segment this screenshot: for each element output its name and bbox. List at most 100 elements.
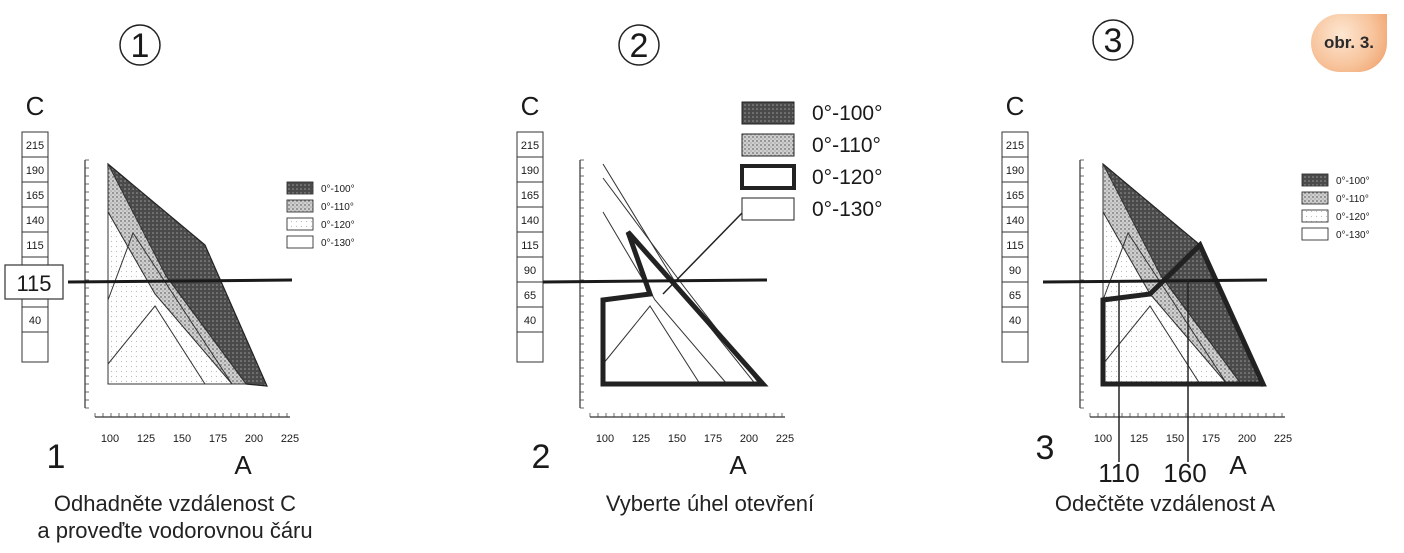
c-tick-label: 190 bbox=[26, 165, 44, 177]
c-tick-label: 65 bbox=[1009, 290, 1021, 302]
c-scale-cell bbox=[1001, 206, 1029, 233]
c-tick-label: 40 bbox=[29, 315, 41, 327]
a-axis-label: A bbox=[1229, 450, 1247, 480]
a-tick-label: 175 bbox=[704, 433, 722, 445]
caption-panel-1: Odhadněte vzdálenost C a proveďte vodoro… bbox=[25, 490, 325, 544]
legend-label: 0°-100° bbox=[321, 184, 355, 195]
step-number: 2 bbox=[532, 438, 551, 476]
c-tick-label: 90 bbox=[524, 265, 536, 277]
a-tick-label: 100 bbox=[596, 433, 614, 445]
c-axis-label: C bbox=[1006, 91, 1025, 121]
c-scale-cell bbox=[1001, 231, 1029, 258]
legend-swatch bbox=[741, 197, 795, 221]
c-axis-label: C bbox=[521, 91, 540, 121]
c-tick-label: 190 bbox=[521, 165, 539, 177]
a-tick-label: 125 bbox=[1130, 433, 1148, 445]
a-tick-label: 225 bbox=[776, 433, 794, 445]
c-tick-label: 215 bbox=[521, 140, 539, 152]
a-axis-label: A bbox=[729, 450, 747, 480]
legend-swatch bbox=[1301, 209, 1329, 223]
caption-panel-3: Odečtěte vzdálenost A bbox=[1015, 490, 1315, 517]
c-scale-cell bbox=[21, 331, 49, 363]
caption-line: Vyberte úhel otevření bbox=[605, 491, 815, 516]
caption-line: Odečtěte vzdálenost A bbox=[1054, 491, 1276, 516]
legend-label: 0°-110° bbox=[1336, 194, 1369, 205]
step-circle-number: 2 bbox=[630, 27, 649, 65]
legend-swatch bbox=[740, 164, 796, 190]
c-scale-cell bbox=[21, 181, 49, 208]
c-tick-label: 140 bbox=[1006, 215, 1024, 227]
a-tick-label: 125 bbox=[632, 433, 650, 445]
legend-label: 0°-130° bbox=[812, 198, 883, 221]
legend-label: 0°-120° bbox=[321, 220, 355, 231]
legend-swatch bbox=[286, 235, 314, 249]
c-tick-label: 115 bbox=[521, 240, 539, 252]
a-tick-label: 225 bbox=[281, 433, 299, 445]
c-tick-label: 115 bbox=[1006, 240, 1024, 252]
legend-label: 0°-120° bbox=[1336, 212, 1370, 223]
legend-swatch bbox=[1301, 191, 1329, 205]
step-circle-number: 1 bbox=[131, 27, 150, 65]
step-circle bbox=[119, 24, 161, 66]
caption-panel-2: Vyberte úhel otevření bbox=[560, 490, 860, 517]
curve-inner bbox=[602, 305, 701, 385]
legend-swatch bbox=[741, 133, 795, 157]
readout-value: 110 bbox=[1098, 458, 1139, 488]
c-tick-label: 165 bbox=[521, 190, 539, 202]
c-scale-cell bbox=[21, 306, 49, 333]
c-highlight-box bbox=[4, 264, 64, 300]
legend-swatch bbox=[1301, 173, 1329, 187]
step-circle-number: 3 bbox=[1104, 22, 1123, 60]
a-tick-label: 100 bbox=[1094, 433, 1112, 445]
c-scale-cell bbox=[1001, 306, 1029, 333]
c-tick-label: 115 bbox=[26, 240, 44, 252]
a-tick-label: 150 bbox=[668, 433, 686, 445]
c-scale-cell bbox=[516, 156, 544, 183]
legend-label: 0°-120° bbox=[812, 166, 883, 189]
c-tick-label: 215 bbox=[1006, 140, 1024, 152]
c-axis-label: C bbox=[26, 91, 45, 121]
c-scale-cell bbox=[516, 206, 544, 233]
figure-badge: obr. 3. bbox=[1311, 14, 1387, 72]
legend-swatch bbox=[286, 217, 314, 231]
c-scale-cell bbox=[516, 256, 544, 283]
c-tick-label: 140 bbox=[26, 215, 44, 227]
a-tick-label: 200 bbox=[245, 433, 263, 445]
a-tick-label: 200 bbox=[1238, 433, 1256, 445]
a-tick-label: 200 bbox=[740, 433, 758, 445]
step-circle bbox=[618, 24, 660, 66]
region-edge bbox=[107, 231, 233, 385]
c-tick-label: 190 bbox=[1006, 165, 1024, 177]
c-scale-cell bbox=[1001, 181, 1029, 208]
curve-0-110 bbox=[602, 211, 728, 385]
a-tick-label: 150 bbox=[1166, 433, 1184, 445]
a-axis-label: A bbox=[234, 450, 252, 480]
a-tick-label: 100 bbox=[101, 433, 119, 445]
step-number: 3 bbox=[1036, 429, 1055, 467]
readout-value: 160 bbox=[1163, 458, 1206, 488]
c-tick-label: 140 bbox=[521, 215, 539, 227]
selected-region-outline bbox=[1100, 240, 1267, 387]
a-tick-label: 175 bbox=[209, 433, 227, 445]
a-tick-label: 125 bbox=[137, 433, 155, 445]
c-scale-cell bbox=[1001, 256, 1029, 283]
selected-region-0-120 bbox=[600, 230, 769, 387]
c-scale-cell bbox=[1001, 281, 1029, 308]
c-tick-label: 90 bbox=[1009, 265, 1021, 277]
region-0-130 bbox=[107, 305, 206, 385]
c-value-line bbox=[67, 278, 293, 284]
c-scale-cell bbox=[516, 331, 544, 363]
c-highlight-value: 115 bbox=[16, 271, 51, 296]
c-scale-cell bbox=[516, 231, 544, 258]
c-scale-cell bbox=[516, 131, 544, 158]
c-tick-label: 65 bbox=[524, 290, 536, 302]
c-tick-label: 165 bbox=[26, 190, 44, 202]
legend-swatch bbox=[286, 199, 314, 213]
a-tick-label: 175 bbox=[1202, 433, 1220, 445]
legend-label: 0°-100° bbox=[812, 102, 883, 125]
legend-label: 0°-130° bbox=[1336, 230, 1370, 241]
c-scale-cell bbox=[1001, 331, 1029, 363]
